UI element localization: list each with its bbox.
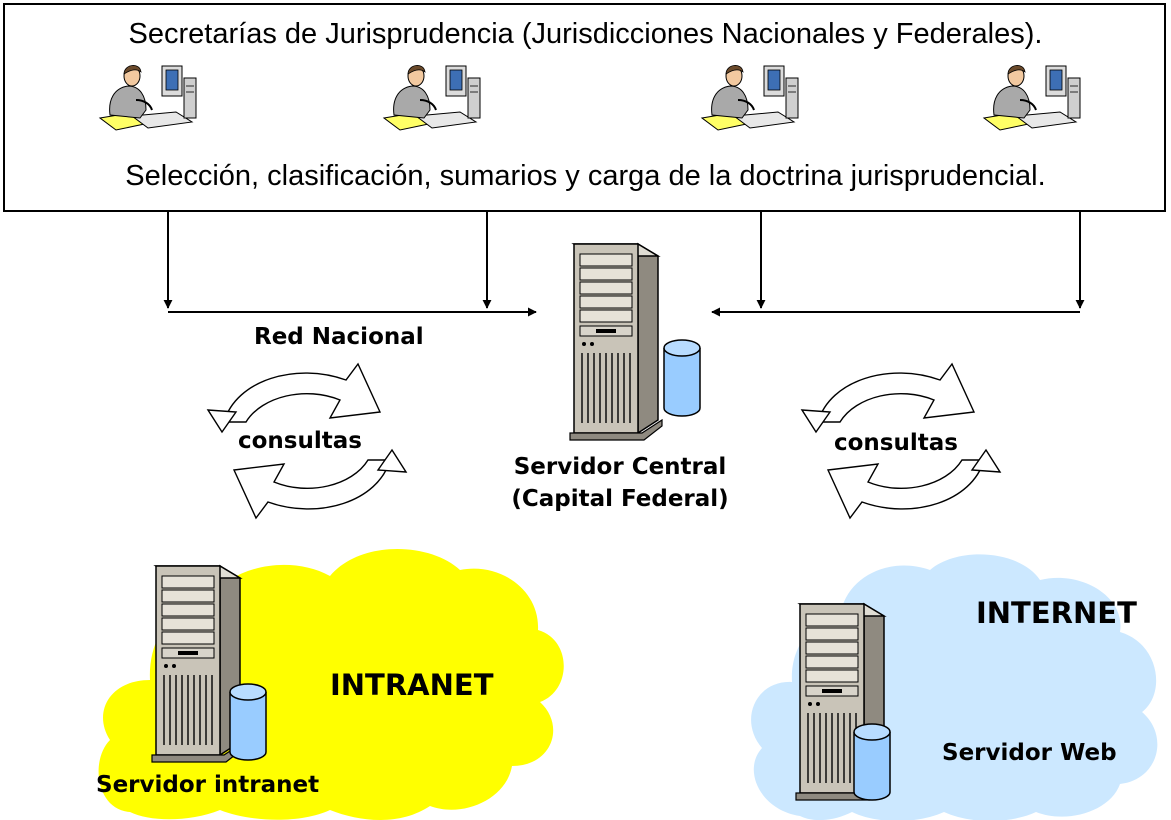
central-server-icon [569,243,663,441]
intranet-title: INTRANET [330,668,494,702]
intranet-database-icon [229,683,267,761]
header-subtitle: Selección, clasificación, sumarios y car… [125,160,1046,192]
internet-title: INTERNET [976,596,1137,630]
central-server-label: Servidor Central [513,454,727,480]
central-server-location: (Capital Federal) [511,486,729,512]
intranet-server-label: Servidor intranet [96,772,320,798]
central-database-icon [663,339,701,417]
right-cycle-label: consultas [834,430,958,456]
cycle-arrows-icon [206,362,408,520]
secretarias-box [3,3,1166,212]
web-database-icon [853,723,891,801]
left-cycle-label: consultas [238,428,362,454]
header-title: Secretarías de Jurisprudencia (Jurisdicc… [128,18,1043,50]
cycle-arrows-icon [800,362,1002,520]
web-server-label: Servidor Web [942,740,1117,766]
network-label: Red Nacional [254,324,424,350]
network-connectors [163,212,1085,317]
